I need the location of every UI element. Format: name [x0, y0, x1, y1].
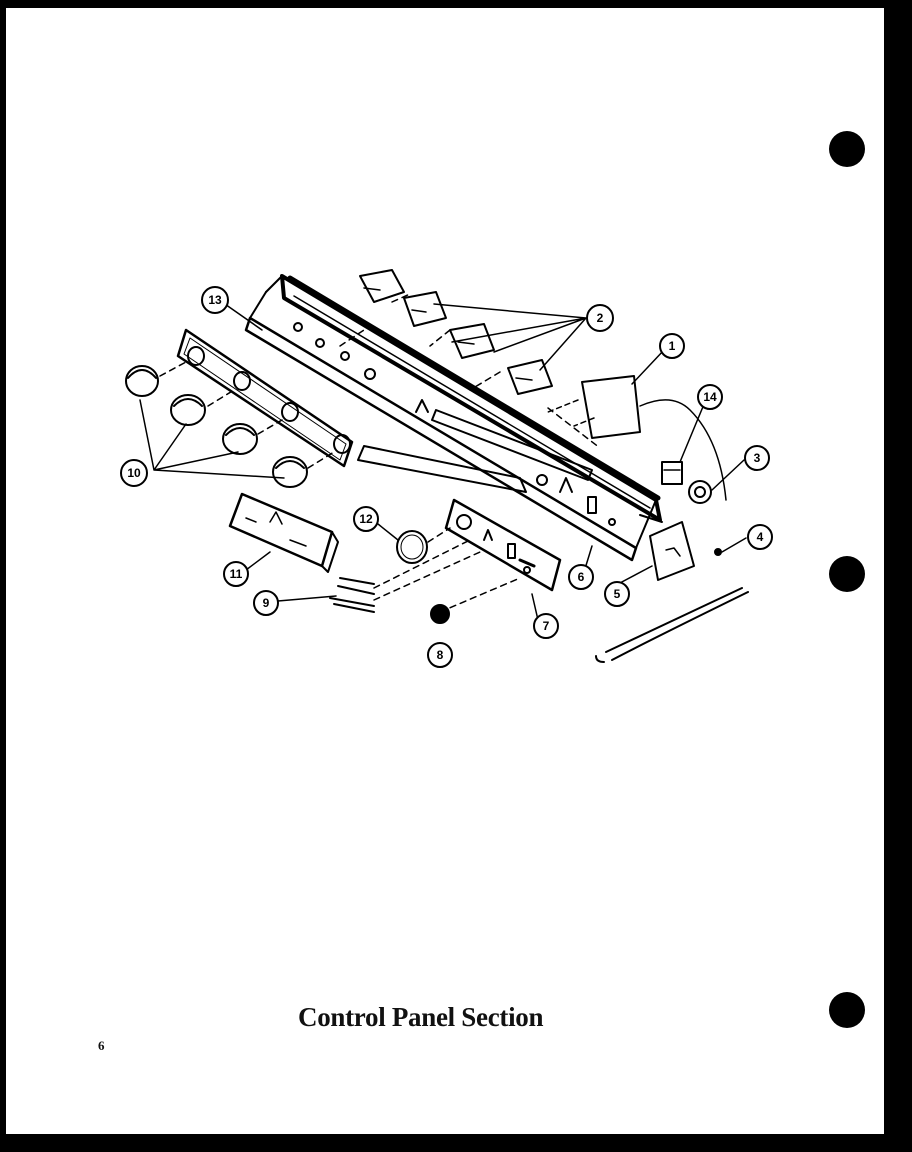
- svg-text:12: 12: [359, 512, 373, 526]
- svg-text:8: 8: [437, 648, 444, 662]
- callout-1: 1: [659, 333, 685, 359]
- svg-text:13: 13: [208, 293, 222, 307]
- binder-hole-bottom: [829, 992, 865, 1028]
- binder-hole-top: [829, 131, 865, 167]
- fastener-8: [430, 604, 450, 624]
- callout-7: 7: [533, 613, 559, 639]
- callout-12: 12: [353, 506, 379, 532]
- svg-text:4: 4: [757, 530, 764, 544]
- diagram-sheet: [6, 8, 884, 1134]
- callouts: 1 2 3 4 5 6 7 8 9 10 11 12 13 14: [120, 286, 773, 668]
- svg-text:2: 2: [597, 311, 604, 325]
- callout-6: 6: [568, 564, 594, 590]
- callout-14: 14: [697, 384, 723, 410]
- clips: [329, 577, 375, 613]
- top-trim: [287, 275, 663, 523]
- knobs: [125, 365, 308, 488]
- assembly-lines: [159, 293, 601, 613]
- callout-3: 3: [744, 445, 770, 471]
- leader-lines: [139, 301, 747, 621]
- callout-13: 13: [201, 286, 229, 314]
- callout-5: 5: [604, 581, 630, 607]
- binder-hole-middle: [829, 556, 865, 592]
- infinite-switches: [359, 269, 553, 395]
- left-knob-panel: [176, 328, 354, 468]
- timer-knob: [396, 530, 428, 564]
- small-parts: [595, 461, 749, 663]
- page-number: 6: [98, 1038, 105, 1053]
- right-timer-panel: [444, 498, 562, 592]
- svg-text:9: 9: [263, 596, 270, 610]
- svg-text:7: 7: [543, 619, 550, 633]
- clock-module: [228, 492, 339, 573]
- svg-text:3: 3: [754, 451, 761, 465]
- oven-control: [547, 375, 727, 501]
- callout-9: 9: [253, 590, 279, 616]
- callout-8: 8: [427, 642, 453, 668]
- callout-10: 10: [120, 459, 148, 487]
- callout-4: 4: [747, 524, 773, 550]
- diagram-title: Control Panel Section: [298, 1002, 544, 1032]
- svg-text:6: 6: [578, 570, 585, 584]
- backguard-panel: [244, 274, 662, 562]
- svg-text:5: 5: [614, 587, 621, 601]
- svg-text:1: 1: [669, 339, 676, 353]
- svg-text:10: 10: [127, 466, 141, 480]
- callout-11: 11: [223, 561, 249, 587]
- svg-text:11: 11: [230, 567, 243, 581]
- callout-2: 2: [586, 304, 614, 332]
- svg-text:14: 14: [703, 390, 717, 404]
